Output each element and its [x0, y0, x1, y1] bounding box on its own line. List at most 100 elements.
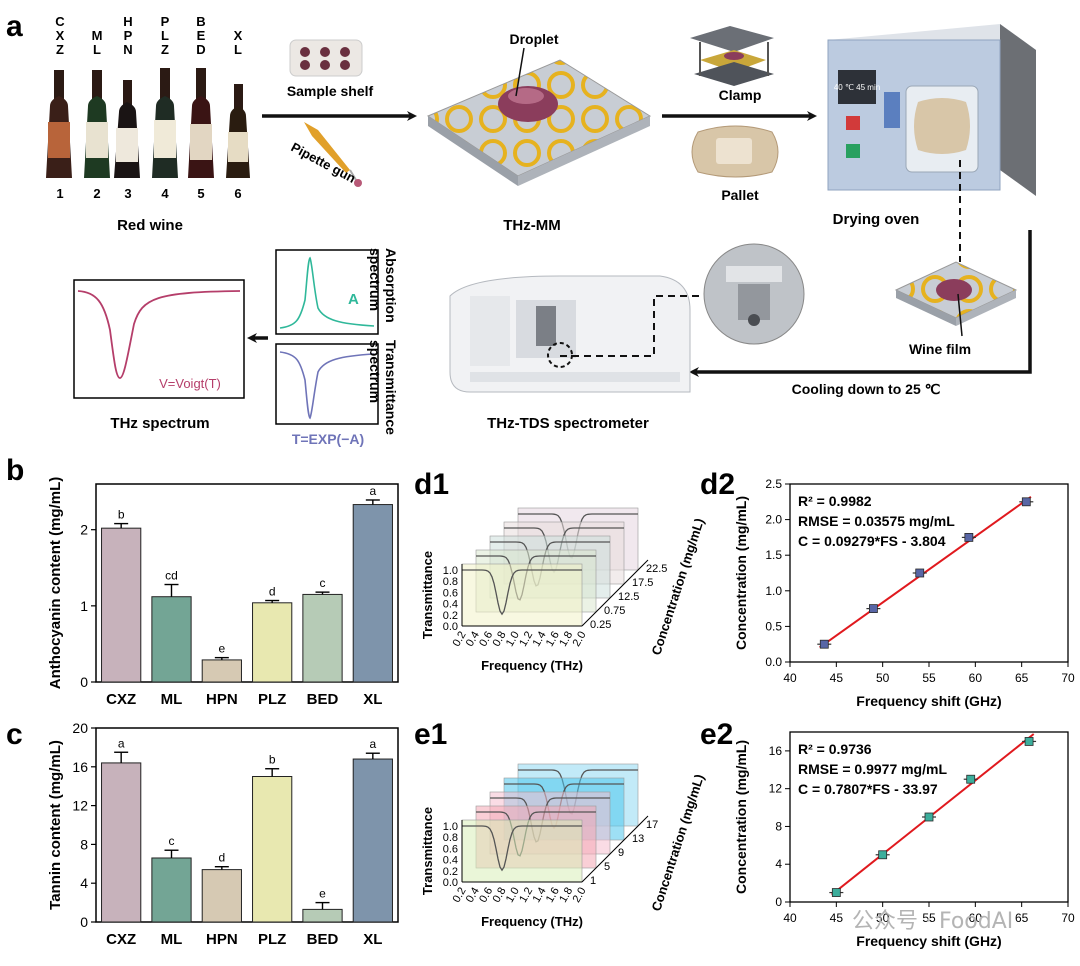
- sample-shelf-label: Sample shelf: [287, 83, 374, 99]
- wine-film-chip: [894, 261, 1018, 326]
- wine-code-3: H: [123, 14, 132, 29]
- x-category-label: CXZ: [106, 691, 136, 708]
- z-axis-line: [581, 559, 649, 627]
- bar-plz: [252, 776, 293, 923]
- x-tick-label: 50: [876, 911, 890, 925]
- y-axis-label: Anthocyanin content (mg/mL): [47, 477, 64, 690]
- data-point: [831, 888, 841, 897]
- arrow-cooling: [689, 230, 1032, 377]
- transmittance-label-line1: Transmittance: [383, 340, 399, 435]
- data-point: [915, 568, 925, 578]
- z-tick-label: 9: [618, 847, 624, 859]
- voigt-curve: [77, 290, 241, 379]
- y-tick-label: 1.5: [765, 548, 782, 562]
- wine-number: 6: [234, 186, 241, 201]
- bar-ml: [151, 596, 192, 683]
- data-point: [924, 812, 934, 822]
- fit-statistic: R² = 0.9736: [798, 741, 872, 757]
- absorption-symbol: A: [348, 291, 359, 308]
- bar-cxz: [101, 762, 142, 923]
- significance-letter: b: [118, 508, 125, 522]
- x-axis-label: Frequency shift (GHz): [856, 933, 1001, 949]
- data-point: [878, 850, 888, 860]
- significance-letter: d: [269, 585, 276, 599]
- x-category-label: HPN: [206, 691, 238, 708]
- oven-display: 40 ℃ 45 min: [834, 83, 880, 92]
- waterfall-d1: 0.20.40.60.81.01.21.41.61.82.01.00.80.60…: [420, 507, 707, 673]
- pallet-label: Pallet: [721, 187, 759, 203]
- x-axis-label: Frequency (THz): [481, 914, 583, 929]
- x-tick-label: 70: [1061, 671, 1075, 685]
- x-tick-label: 70: [1061, 911, 1075, 925]
- y-tick-label: 0: [80, 674, 88, 690]
- x-tick-label: 40: [783, 911, 797, 925]
- watermark: 公众号 · FoodAI: [852, 909, 1013, 934]
- z-tick-label: 17.5: [632, 577, 653, 589]
- significance-letter: b: [269, 753, 276, 767]
- y-tick-label: 4: [775, 857, 782, 871]
- fit-statistic: C = 0.09279*FS - 3.804: [798, 533, 946, 549]
- waterfall-curve: [504, 527, 624, 574]
- wine-code-labels: CXZ ML HPN PLZ BED XL: [55, 14, 242, 57]
- wine-number: 1: [56, 186, 63, 201]
- absorption-label-line1: Absorption: [383, 248, 399, 323]
- y-tick-label: 1.0: [443, 565, 458, 577]
- transmittance-formula: T=EXP(−A): [292, 431, 364, 447]
- y-tick-label: 0.0: [443, 621, 458, 633]
- y-tick-label: 0.4: [443, 599, 458, 611]
- panel-letter-d2: d2: [700, 468, 735, 501]
- fit-statistic: R² = 0.9982: [798, 493, 872, 509]
- plot-frame: [95, 727, 399, 923]
- clamp-label: Clamp: [719, 87, 762, 103]
- thz-spectrum-label: THz spectrum: [110, 415, 209, 432]
- x-tick-label: 45: [830, 911, 844, 925]
- data-point: [1021, 497, 1031, 507]
- y-axis-label: Transmittance: [420, 551, 435, 639]
- y-tick-label: 1.0: [765, 584, 782, 598]
- x-tick-label: 60: [969, 911, 983, 925]
- y-tick-label: 1.0: [443, 821, 458, 833]
- x-tick-label: 40: [783, 671, 797, 685]
- svg-text:N: N: [123, 42, 132, 57]
- y-tick-label: 4: [80, 875, 88, 891]
- voigt-label: V=Voigt(T): [159, 376, 221, 391]
- wine-code-1: C: [55, 14, 65, 29]
- pipette-gun-icon: [304, 122, 362, 187]
- drying-oven-label: Drying oven: [833, 211, 920, 228]
- plot-frame: [95, 483, 399, 683]
- z-tick-label: 17: [646, 819, 658, 831]
- bar-xl: [352, 504, 393, 683]
- y-tick-label: 2.0: [765, 513, 782, 527]
- z-tick-label: 0.75: [604, 605, 625, 617]
- bar-hpn: [201, 659, 242, 683]
- significance-letter: a: [118, 736, 125, 750]
- absorption-spectrum-box: [275, 249, 379, 335]
- y-tick-label: 12: [769, 782, 783, 796]
- panel-letter-c: c: [6, 718, 23, 751]
- plot-frame: [789, 483, 1069, 663]
- wine-number: 3: [124, 186, 131, 201]
- dashed-zoom-link: [560, 295, 700, 357]
- sample-shelf-icon: [289, 39, 363, 77]
- svg-text:Z: Z: [56, 42, 64, 57]
- x-category-label: XL: [363, 931, 382, 948]
- red-wine-label: Red wine: [117, 217, 183, 234]
- y-tick-label: 0.0: [443, 877, 458, 889]
- panel-letter-e2: e2: [700, 718, 733, 751]
- pallet-icon: [691, 125, 779, 178]
- x-axis-label: Frequency shift (GHz): [856, 693, 1001, 709]
- y-tick-label: 0.8: [443, 576, 458, 588]
- z-axis-label: Concentration (mg/mL): [648, 772, 706, 913]
- thz-mm-chip: [426, 59, 652, 186]
- bar-ml: [151, 857, 192, 923]
- y-tick-label: 0.6: [443, 587, 458, 599]
- data-point: [964, 533, 974, 542]
- x-category-label: CXZ: [106, 931, 136, 948]
- x-category-label: BED: [307, 691, 339, 708]
- cooling-label: Cooling down to 25 ℃: [792, 381, 941, 397]
- thz-spectrum-box: [73, 279, 245, 399]
- spectrometer-label: THz-TDS spectrometer: [487, 415, 649, 432]
- wine-code-6: X: [234, 28, 243, 43]
